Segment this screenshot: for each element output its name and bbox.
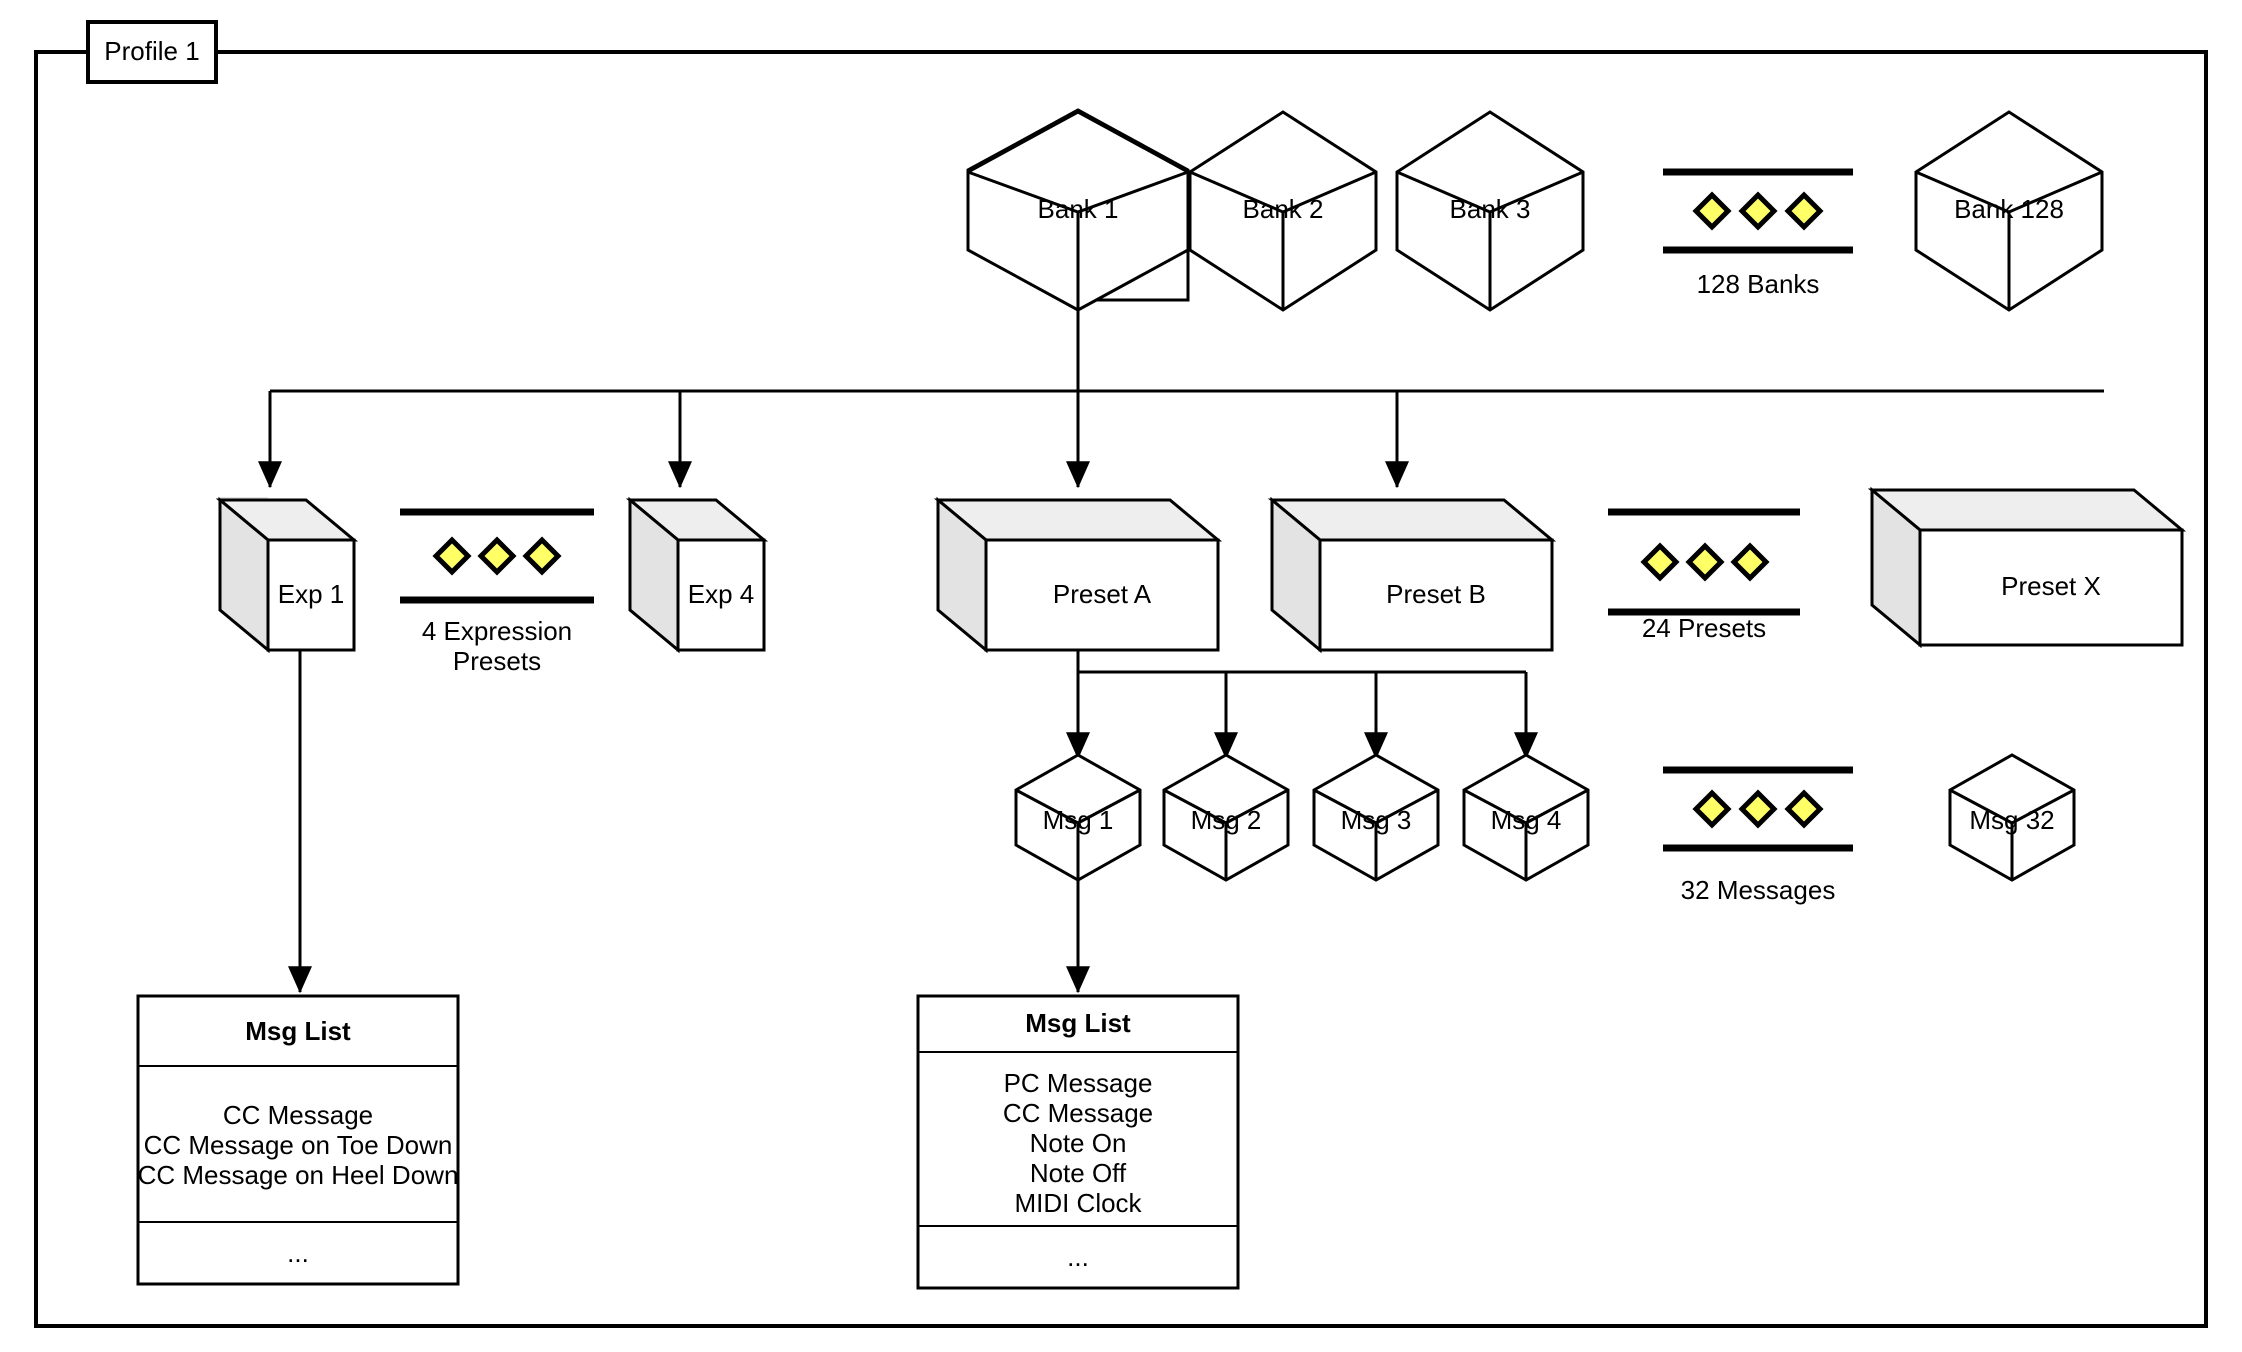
bank-node-1-label: Bank 1 bbox=[1038, 194, 1119, 224]
expression-preset-node-4-label: Exp 4 bbox=[688, 579, 755, 609]
bank-node-2[interactable]: Bank 2 bbox=[1188, 110, 1378, 312]
diamond-icon bbox=[1692, 789, 1732, 829]
message-node-4[interactable]: Msg 4 bbox=[1462, 753, 1590, 882]
bank-node-128[interactable]: Bank 128 bbox=[1914, 110, 2104, 312]
preset-node-b-label: Preset B bbox=[1386, 579, 1486, 609]
expression-preset-node-1[interactable]: Exp 1 bbox=[215, 496, 359, 654]
diamond-icon bbox=[432, 536, 472, 576]
msg-list-preset-row: MIDI Clock bbox=[1014, 1188, 1142, 1218]
msg-list-preset-row: CC Message bbox=[1003, 1098, 1153, 1128]
msg-list-expression[interactable]: Msg List CC Message CC Message on Toe Do… bbox=[136, 994, 460, 1286]
diamond-icon bbox=[1692, 191, 1732, 231]
message-node-3-label: Msg 3 bbox=[1341, 805, 1412, 835]
expression-preset-node-4[interactable]: Exp 4 bbox=[625, 496, 769, 654]
diamond-icon bbox=[1784, 789, 1824, 829]
diamond-icon bbox=[522, 536, 562, 576]
msg-list-preset-footer: ... bbox=[1067, 1242, 1089, 1272]
bank-node-3[interactable]: Bank 3 bbox=[1395, 110, 1585, 312]
bank-node-128-label: Bank 128 bbox=[1954, 194, 2064, 224]
diamond-icon bbox=[1738, 789, 1778, 829]
edges-preset-to-messages bbox=[1066, 650, 1538, 760]
message-node-3[interactable]: Msg 3 bbox=[1312, 753, 1440, 882]
msg-list-preset-row: Note On bbox=[1030, 1128, 1127, 1158]
bank-ellipsis-caption: 128 Banks bbox=[1697, 269, 1820, 299]
edges-bank-to-row2 bbox=[258, 300, 2104, 489]
preset-node-a[interactable]: Preset A bbox=[933, 496, 1223, 654]
preset-node-x[interactable]: Preset X bbox=[1867, 486, 2187, 649]
msg-list-preset-title: Msg List bbox=[1025, 1008, 1131, 1038]
msg-list-expression-footer: ... bbox=[287, 1238, 309, 1268]
expression-ellipsis-marker: 4 Expression Presets bbox=[400, 508, 594, 676]
msg-list-expression-row: CC Message on Heel Down bbox=[138, 1160, 459, 1190]
expression-preset-node-1-label: Exp 1 bbox=[278, 579, 345, 609]
msg-list-preset[interactable]: Msg List PC Message CC Message Note On N… bbox=[916, 994, 1240, 1290]
expression-ellipsis-caption-line1: 4 Expression bbox=[422, 616, 572, 646]
message-ellipsis-marker: 32 Messages bbox=[1663, 766, 1853, 905]
preset-ellipsis-caption: 24 Presets bbox=[1642, 613, 1766, 643]
diamond-icon bbox=[477, 536, 517, 576]
diamond-icon bbox=[1685, 542, 1725, 582]
profile-title: Profile 1 bbox=[104, 36, 199, 66]
message-node-2-label: Msg 2 bbox=[1191, 805, 1262, 835]
expression-ellipsis-caption-line2: Presets bbox=[453, 646, 541, 676]
message-ellipsis-caption: 32 Messages bbox=[1681, 875, 1836, 905]
message-node-32-label: Msg 32 bbox=[1969, 805, 2054, 835]
message-node-1-label: Msg 1 bbox=[1043, 805, 1114, 835]
preset-ellipsis-marker: 24 Presets bbox=[1608, 508, 1800, 643]
diamond-icon bbox=[1640, 542, 1680, 582]
msg-list-expression-title: Msg List bbox=[245, 1016, 351, 1046]
diamond-icon bbox=[1784, 191, 1824, 231]
msg-list-preset-row: PC Message bbox=[1004, 1068, 1153, 1098]
bank-ellipsis-marker: 128 Banks bbox=[1663, 168, 1853, 299]
preset-node-b[interactable]: Preset B bbox=[1267, 496, 1557, 654]
preset-node-a-label: Preset A bbox=[1053, 579, 1152, 609]
msg-list-preset-row: Note Off bbox=[1030, 1158, 1127, 1188]
message-node-32[interactable]: Msg 32 bbox=[1948, 753, 2076, 882]
bank-node-1[interactable]: Bank 1 bbox=[966, 108, 1190, 312]
diamond-icon bbox=[1730, 542, 1770, 582]
bank-node-3-label: Bank 3 bbox=[1450, 194, 1531, 224]
edges-to-msg-lists bbox=[288, 650, 1090, 994]
message-node-4-label: Msg 4 bbox=[1491, 805, 1562, 835]
bank-node-2-label: Bank 2 bbox=[1243, 194, 1324, 224]
profile-title-box bbox=[86, 20, 218, 84]
message-node-1[interactable]: Msg 1 bbox=[1014, 753, 1142, 882]
msg-list-expression-row: CC Message on Toe Down bbox=[144, 1130, 453, 1160]
message-node-2[interactable]: Msg 2 bbox=[1162, 753, 1290, 882]
diamond-icon bbox=[1738, 191, 1778, 231]
preset-node-x-label: Preset X bbox=[2001, 571, 2101, 601]
msg-list-expression-row: CC Message bbox=[223, 1100, 373, 1130]
